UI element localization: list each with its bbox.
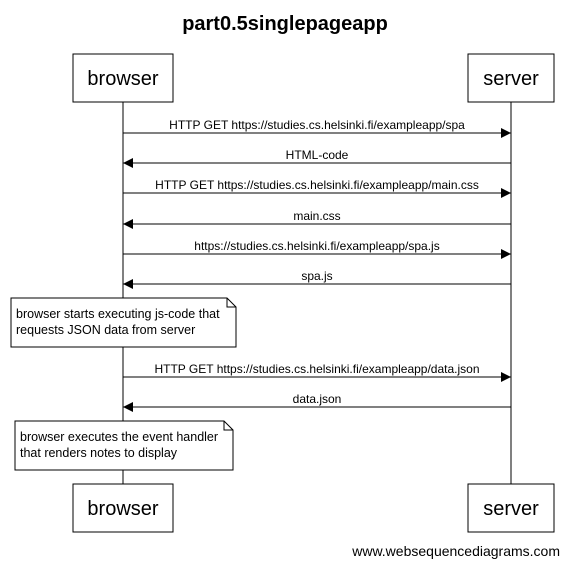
message: data.json xyxy=(123,392,511,412)
actor-box xyxy=(72,53,174,103)
message: main.css xyxy=(123,209,511,229)
actor-server-top: server xyxy=(467,53,555,103)
message-label: https://studies.cs.helsinki.fi/exampleap… xyxy=(194,239,439,253)
message: HTTP GET https://studies.cs.helsinki.fi/… xyxy=(123,362,511,382)
note-line: that renders notes to display xyxy=(20,446,178,460)
note: browser executes the event handler that r… xyxy=(14,420,234,471)
actor-label: server xyxy=(483,498,539,520)
actor-box xyxy=(72,483,174,533)
actor-browser-bottom: browser xyxy=(72,483,174,533)
message: HTML-code xyxy=(123,148,511,168)
message-label: spa.js xyxy=(301,269,332,283)
actor-box xyxy=(467,483,555,533)
note-fold xyxy=(223,421,233,431)
message: HTTP GET https://studies.cs.helsinki.fi/… xyxy=(123,118,511,138)
message: https://studies.cs.helsinki.fi/exampleap… xyxy=(123,239,511,259)
diagram-title: part0.5singlepageapp xyxy=(182,13,388,35)
message-label: HTTP GET https://studies.cs.helsinki.fi/… xyxy=(169,118,465,132)
note-fold xyxy=(226,298,236,308)
events-layer: HTTP GET https://studies.cs.helsinki.fi/… xyxy=(10,118,511,471)
message-label: HTML-code xyxy=(286,148,349,162)
actor-server-bottom: server xyxy=(467,483,555,533)
actor-label: server xyxy=(483,68,539,90)
message-label: HTTP GET https://studies.cs.helsinki.fi/… xyxy=(154,362,479,376)
note-line: browser executes the event handler xyxy=(20,430,218,444)
note-box xyxy=(10,297,237,348)
note-box xyxy=(14,420,234,471)
actors-layer: browser server browser server xyxy=(72,53,555,533)
note-line: browser starts executing js-code that xyxy=(16,307,220,321)
actor-label: browser xyxy=(87,68,158,90)
note: browser starts executing js-code that req… xyxy=(10,297,237,348)
message: HTTP GET https://studies.cs.helsinki.fi/… xyxy=(123,178,511,198)
message-label: main.css xyxy=(293,209,340,223)
message-label: HTTP GET https://studies.cs.helsinki.fi/… xyxy=(155,178,479,192)
credit-text: www.websequencediagrams.com xyxy=(351,543,560,559)
actor-label: browser xyxy=(87,498,158,520)
message: spa.js xyxy=(123,269,511,289)
message-label: data.json xyxy=(293,392,342,406)
actor-box xyxy=(467,53,555,103)
note-line: requests JSON data from server xyxy=(16,323,195,337)
actor-browser-top: browser xyxy=(72,53,174,103)
